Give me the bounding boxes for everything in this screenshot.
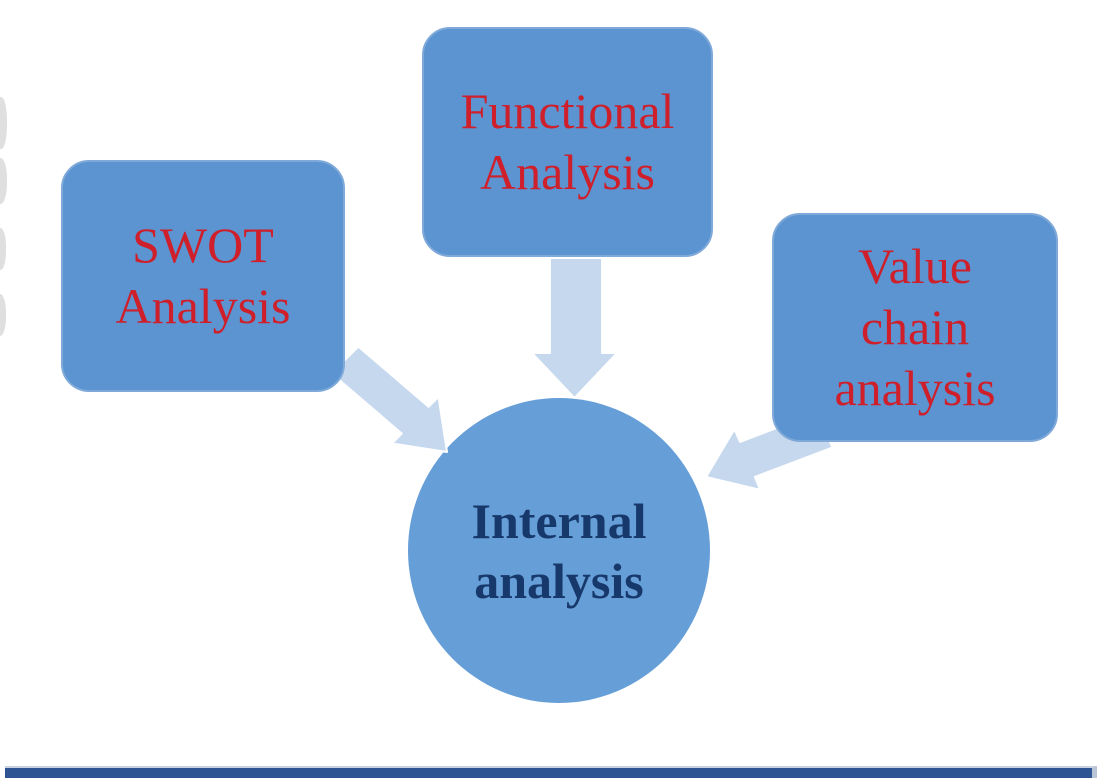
footer-divider-bar [5,766,1097,778]
node-value-chain-analysis: Value chain analysis [772,213,1058,442]
node-functional-analysis-label: Functional Analysis [460,83,675,200]
arrow-swot-to-internal [330,345,448,453]
arrow-functional-to-internal [531,257,618,399]
left-edge-artifact [0,294,6,336]
node-functional-analysis: Functional Analysis [422,27,713,257]
left-edge-artifact [0,97,7,149]
node-internal-analysis: Internal analysis [408,398,710,703]
left-edge-artifact [0,158,7,204]
left-edge-artifact [0,228,6,270]
node-swot-analysis-label: SWOT Analysis [115,217,291,334]
node-internal-analysis-label: Internal analysis [471,492,647,609]
node-value-chain-analysis-label: Value chain analysis [834,238,996,416]
node-swot-analysis: SWOT Analysis [61,160,345,392]
